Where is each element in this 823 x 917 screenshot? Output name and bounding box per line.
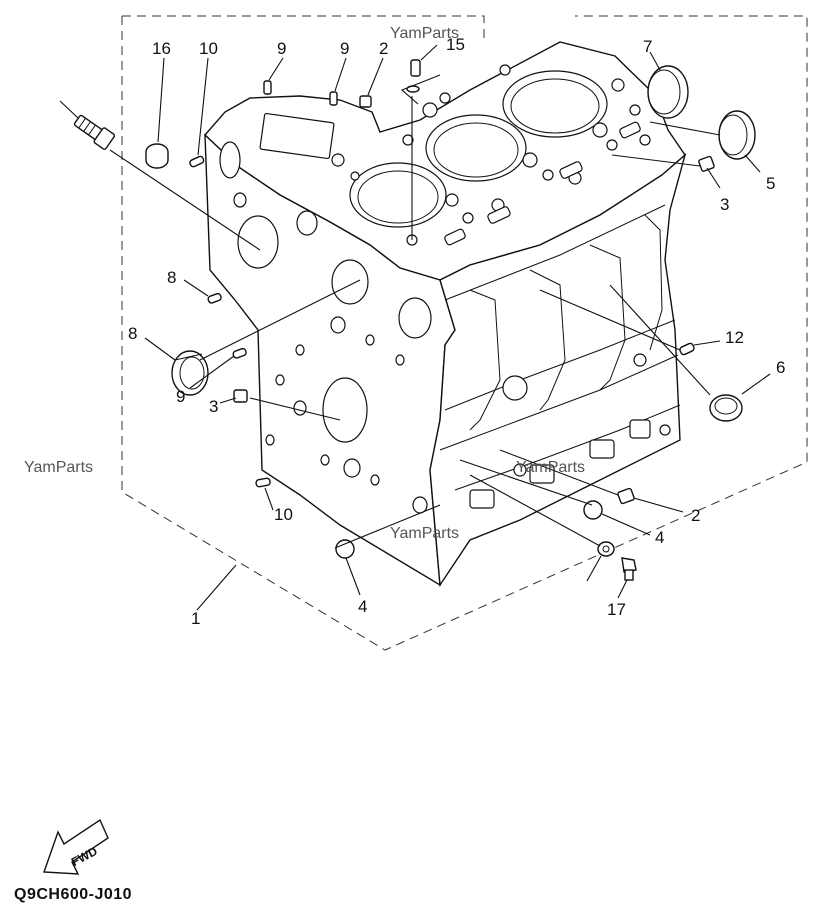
part-14-bolt xyxy=(621,557,637,581)
watermark-lower: YamParts xyxy=(390,525,459,542)
callout-13: 16 xyxy=(152,39,171,58)
callout-9-left: 9 xyxy=(277,39,286,58)
diagram-code: Q9CH600-J010 xyxy=(14,886,132,903)
part-10-pin-top xyxy=(189,155,205,168)
callout-2-top: 2 xyxy=(379,39,388,58)
callout-numbers: 16 10 9 9 2 15 7 5 3 8 8 9 3 10 12 6 2 4… xyxy=(128,35,785,628)
callout-8-bottom: 9 xyxy=(176,387,185,406)
callout-11: 12 xyxy=(725,328,744,347)
part-9-pin-left xyxy=(263,80,272,95)
watermark-left: YamParts xyxy=(24,459,93,476)
callout-3-right: 3 xyxy=(720,195,729,214)
assembly-boundary xyxy=(121,15,808,651)
part-7-seal-left xyxy=(171,350,209,396)
callout-12: 15 xyxy=(446,35,465,54)
small-parts xyxy=(73,59,756,581)
watermark-center: YamParts xyxy=(516,459,585,476)
part-11-pin xyxy=(679,342,695,356)
part-3-plug-left xyxy=(233,389,248,403)
front-face-features xyxy=(219,141,432,514)
part-12-pin xyxy=(410,59,421,77)
callout-9-right: 9 xyxy=(340,39,349,58)
callout-6: 6 xyxy=(776,358,785,377)
callout-3-left: 3 xyxy=(209,397,218,416)
leader-lines xyxy=(59,44,771,611)
callout-1: 1 xyxy=(191,609,200,628)
part-4-plug-right xyxy=(583,500,603,520)
part-2-plug-lower xyxy=(617,487,635,505)
part-15-washer xyxy=(597,541,615,557)
part-9-pin-right xyxy=(329,91,338,106)
callout-7-top: 7 xyxy=(643,37,652,56)
watermark-top: YamParts xyxy=(390,25,459,42)
watermarks: YamParts YamParts YamParts YamParts xyxy=(24,25,585,542)
part-8-pin-lower xyxy=(232,347,247,359)
crankcase-webs xyxy=(439,204,681,509)
part-17-plug xyxy=(73,114,116,150)
part-2-plug-top xyxy=(359,95,372,108)
part-13-plug xyxy=(145,143,169,169)
part-8-pin-upper xyxy=(207,292,222,304)
fwd-arrow-icon: FWD xyxy=(43,818,109,875)
part-6-seal xyxy=(709,394,743,422)
callout-4-right: 4 xyxy=(655,528,664,547)
callout-2-bottom: 2 xyxy=(691,506,700,525)
part-4-plug-left xyxy=(335,539,355,559)
part-10-pin-lower xyxy=(255,477,271,488)
part-7-cap-top xyxy=(647,65,689,119)
callout-8-top: 8 xyxy=(167,268,176,287)
part-3-plug-right xyxy=(698,155,715,172)
part-5-cap xyxy=(718,110,756,160)
callout-4-left: 4 xyxy=(358,597,367,616)
callout-10-bottom: 10 xyxy=(274,505,293,524)
callout-5: 5 xyxy=(766,174,775,193)
deck-holes xyxy=(259,64,651,246)
callout-7-left: 8 xyxy=(128,324,137,343)
callout-14: 17 xyxy=(607,600,626,619)
cylinder-block xyxy=(204,41,687,588)
callout-10-top: 10 xyxy=(199,39,218,58)
